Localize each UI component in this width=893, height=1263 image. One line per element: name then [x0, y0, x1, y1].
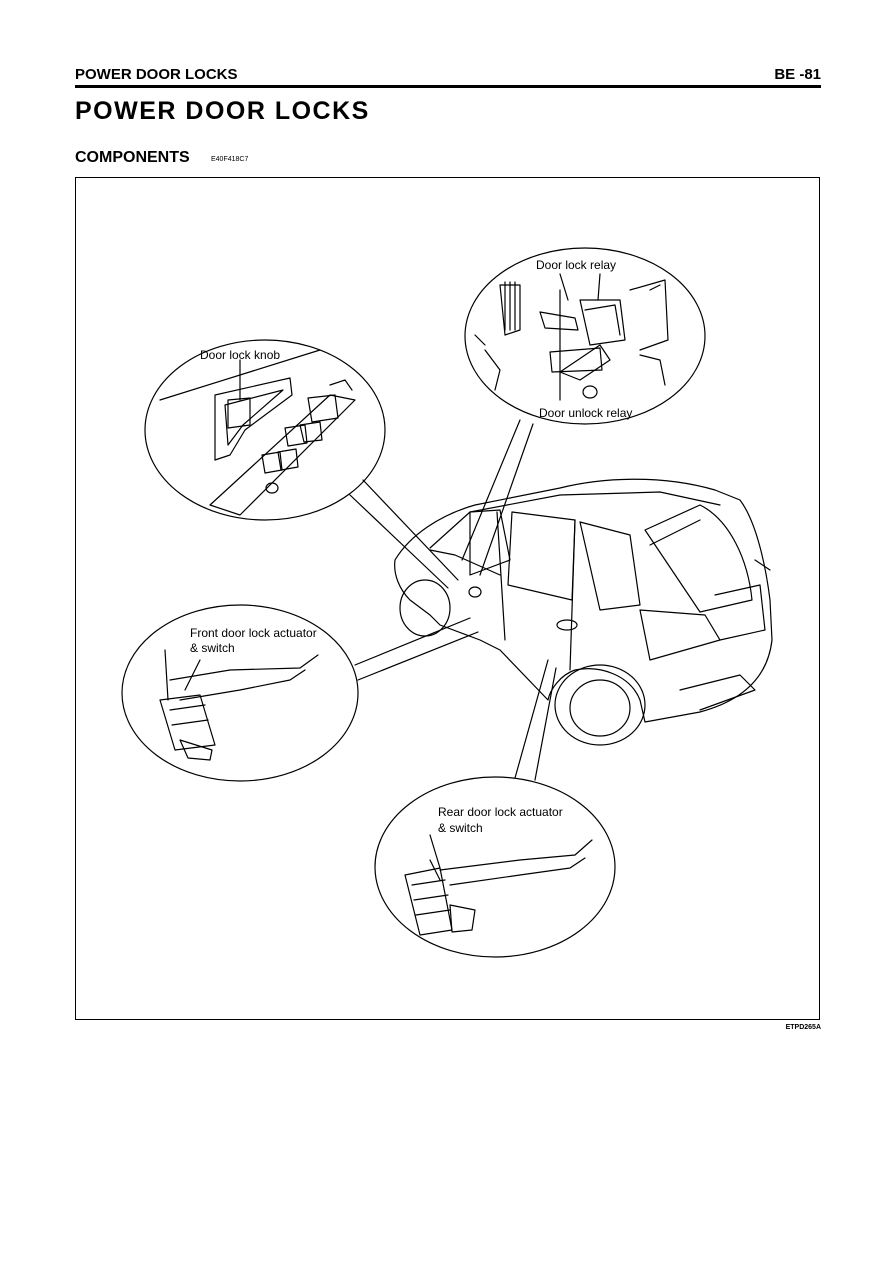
- door-unlock-relay-label: Door unlock relay: [539, 406, 632, 420]
- front-actuator-bubble: [121, 604, 479, 782]
- rear-actuator-bubble: [374, 659, 616, 958]
- section-code: E40F418C7: [211, 156, 249, 163]
- page-title: POWER DOOR LOCKS: [75, 97, 370, 125]
- rear-actuator-label: Rear door lock actuator: [438, 805, 563, 819]
- header-section-title: POWER DOOR LOCKS: [75, 66, 238, 83]
- knob-detail-bubble: [144, 339, 459, 589]
- header-rule: [75, 85, 821, 88]
- header-page-number: BE -81: [774, 66, 821, 83]
- figure-frame: [75, 177, 820, 1020]
- door-lock-relay-label: Door lock relay: [536, 258, 616, 272]
- car-illustration: [394, 478, 773, 746]
- front-actuator-label: Front door lock actuator: [190, 626, 317, 640]
- figure-code: ETPD265A: [785, 1024, 821, 1031]
- section-heading: COMPONENTS: [75, 149, 190, 166]
- rear-actuator-label-2: & switch: [438, 821, 483, 835]
- relay-detail-bubble: [461, 247, 706, 576]
- door-lock-knob-label: Door lock knob: [200, 348, 280, 362]
- front-actuator-label-2: & switch: [190, 641, 235, 655]
